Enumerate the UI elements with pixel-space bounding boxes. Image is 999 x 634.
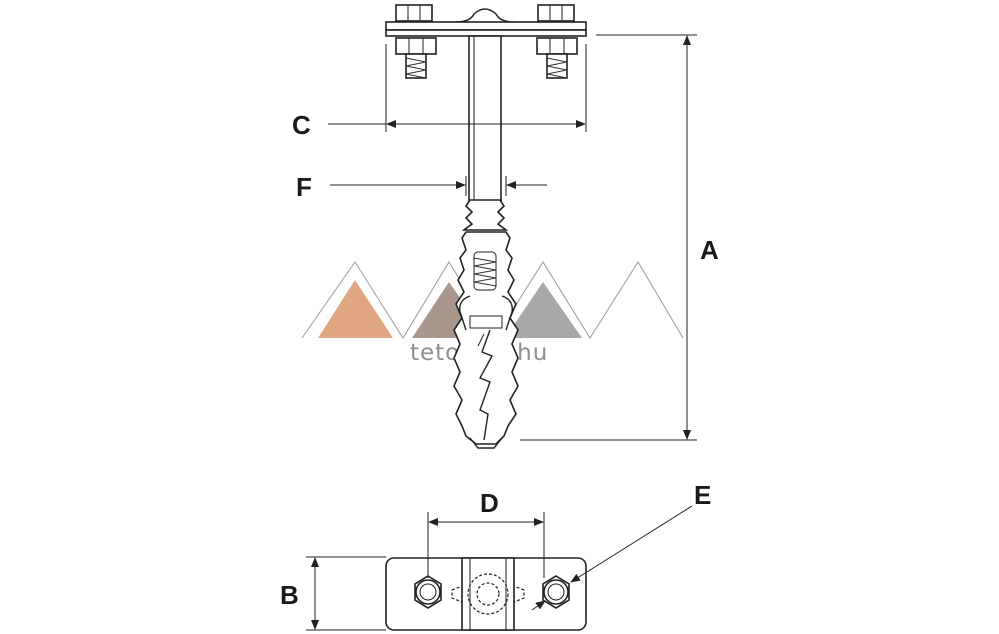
hidden-dowel [467, 573, 509, 615]
watermark-triangle-orange [318, 280, 393, 338]
dowel-split-line [479, 329, 493, 441]
lower-nut-left [395, 37, 437, 55]
dimension-a-label: A [700, 235, 719, 265]
dimension-b: B [280, 556, 386, 631]
dimension-e-label: E [694, 480, 711, 510]
anchor-dowel [453, 199, 519, 449]
dimension-d-label: D [480, 488, 499, 518]
watermark-triangle-grey [505, 282, 582, 338]
stud-left [405, 53, 427, 79]
dimension-d: D [427, 488, 545, 578]
dimension-a: A [520, 34, 719, 441]
clamp-plate-upper [385, 21, 587, 31]
top-nut-right [537, 4, 575, 22]
center-strap [461, 557, 515, 631]
dimension-c: C [292, 44, 587, 140]
lower-nut-right [536, 37, 578, 55]
bolt-left [414, 575, 442, 609]
dimension-c-label: C [292, 110, 311, 140]
top-nut-left [395, 4, 433, 22]
dimension-f-label: F [296, 172, 312, 202]
clamp-plate-lower [385, 29, 587, 37]
dimension-e: E [531, 480, 711, 611]
dimension-f: F [296, 172, 547, 202]
plate-top-view [385, 557, 587, 631]
clamp-bridge [455, 8, 515, 23]
clamp-assembly-top [385, 4, 587, 203]
stud-right [546, 53, 568, 79]
bolt-right [542, 575, 570, 609]
dowel-body [453, 231, 519, 445]
screw-thread [461, 199, 509, 231]
dimension-b-label: B [280, 580, 299, 610]
